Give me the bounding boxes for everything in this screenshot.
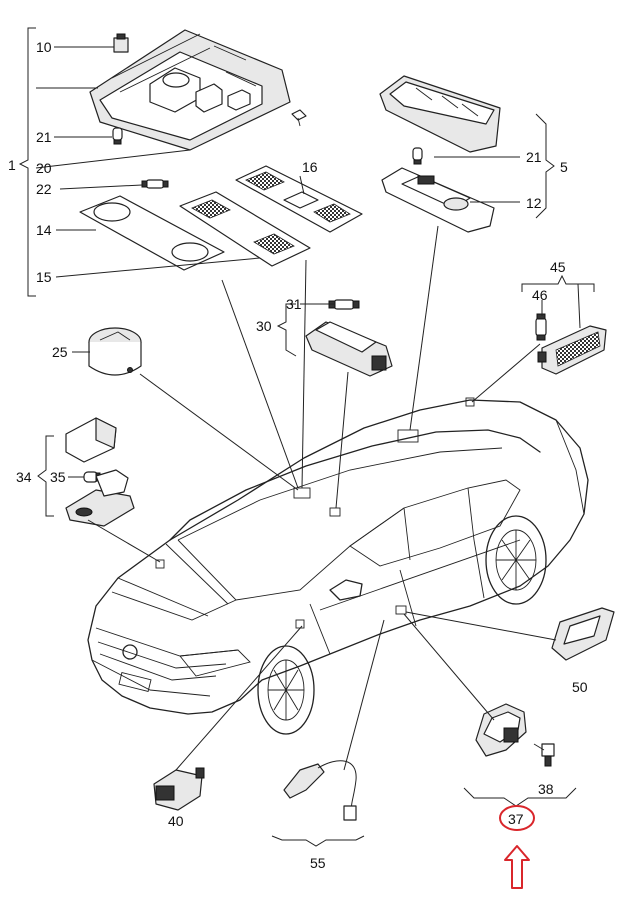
leader-lines	[35, 46, 581, 771]
part-40-socket[interactable]	[153, 767, 205, 811]
label-37: 37	[508, 811, 524, 827]
part-55-wiring-harness[interactable]	[271, 760, 365, 847]
label-14: 14	[36, 222, 52, 238]
label-50: 50	[572, 679, 588, 695]
car-body	[87, 397, 589, 735]
part-22-festoon-bulb[interactable]	[141, 179, 169, 189]
part-45-lamp-group[interactable]	[521, 274, 607, 375]
label-35: 35	[50, 469, 66, 485]
part-12-lamp[interactable]	[381, 167, 495, 233]
label-55: 55	[310, 855, 326, 871]
label-21-right: 21	[526, 149, 542, 165]
part-5-reading-light-group[interactable]	[379, 75, 555, 233]
highlight-circle	[499, 805, 535, 831]
part-38-bulb[interactable]	[533, 743, 555, 767]
part-14-lens[interactable]	[79, 195, 225, 271]
part-16-lens[interactable]	[235, 165, 363, 233]
callout-labels: 1 10 21 20 22 14 15 16 21 5 12 25 31 30 …	[8, 39, 588, 871]
part-15-hatched-lens[interactable]	[179, 191, 311, 267]
label-16: 16	[302, 159, 318, 175]
label-38: 38	[538, 781, 554, 797]
label-45: 45	[550, 259, 566, 275]
label-12: 12	[526, 195, 542, 211]
label-34: 34	[16, 469, 32, 485]
part-37-door-lamp[interactable]	[475, 703, 527, 757]
label-40: 40	[168, 813, 184, 829]
label-20: 20	[36, 160, 52, 176]
label-1: 1	[8, 157, 16, 173]
label-31: 31	[286, 296, 302, 312]
part-46-festoon-bulb[interactable]	[535, 313, 547, 341]
label-10: 10	[36, 39, 52, 55]
part-50-handle-lamp[interactable]	[551, 607, 615, 661]
part-1-overhead-console-group[interactable]	[18, 27, 363, 297]
part-21-bulb-right[interactable]	[412, 147, 423, 165]
part-21-bulb-left[interactable]	[112, 127, 123, 145]
label-5: 5	[560, 159, 568, 175]
red-arrow-icon	[504, 845, 530, 889]
part-10-clip[interactable]	[113, 33, 129, 53]
label-46: 46	[532, 287, 548, 303]
label-22: 22	[36, 181, 52, 197]
highlight-part-37	[499, 805, 535, 889]
label-21-left: 21	[36, 129, 52, 145]
label-25: 25	[52, 344, 68, 360]
part-25-round-lamp[interactable]	[88, 327, 142, 376]
part-34-license-lamp-group[interactable]	[37, 417, 135, 527]
label-15: 15	[36, 269, 52, 285]
label-30: 30	[256, 318, 272, 334]
